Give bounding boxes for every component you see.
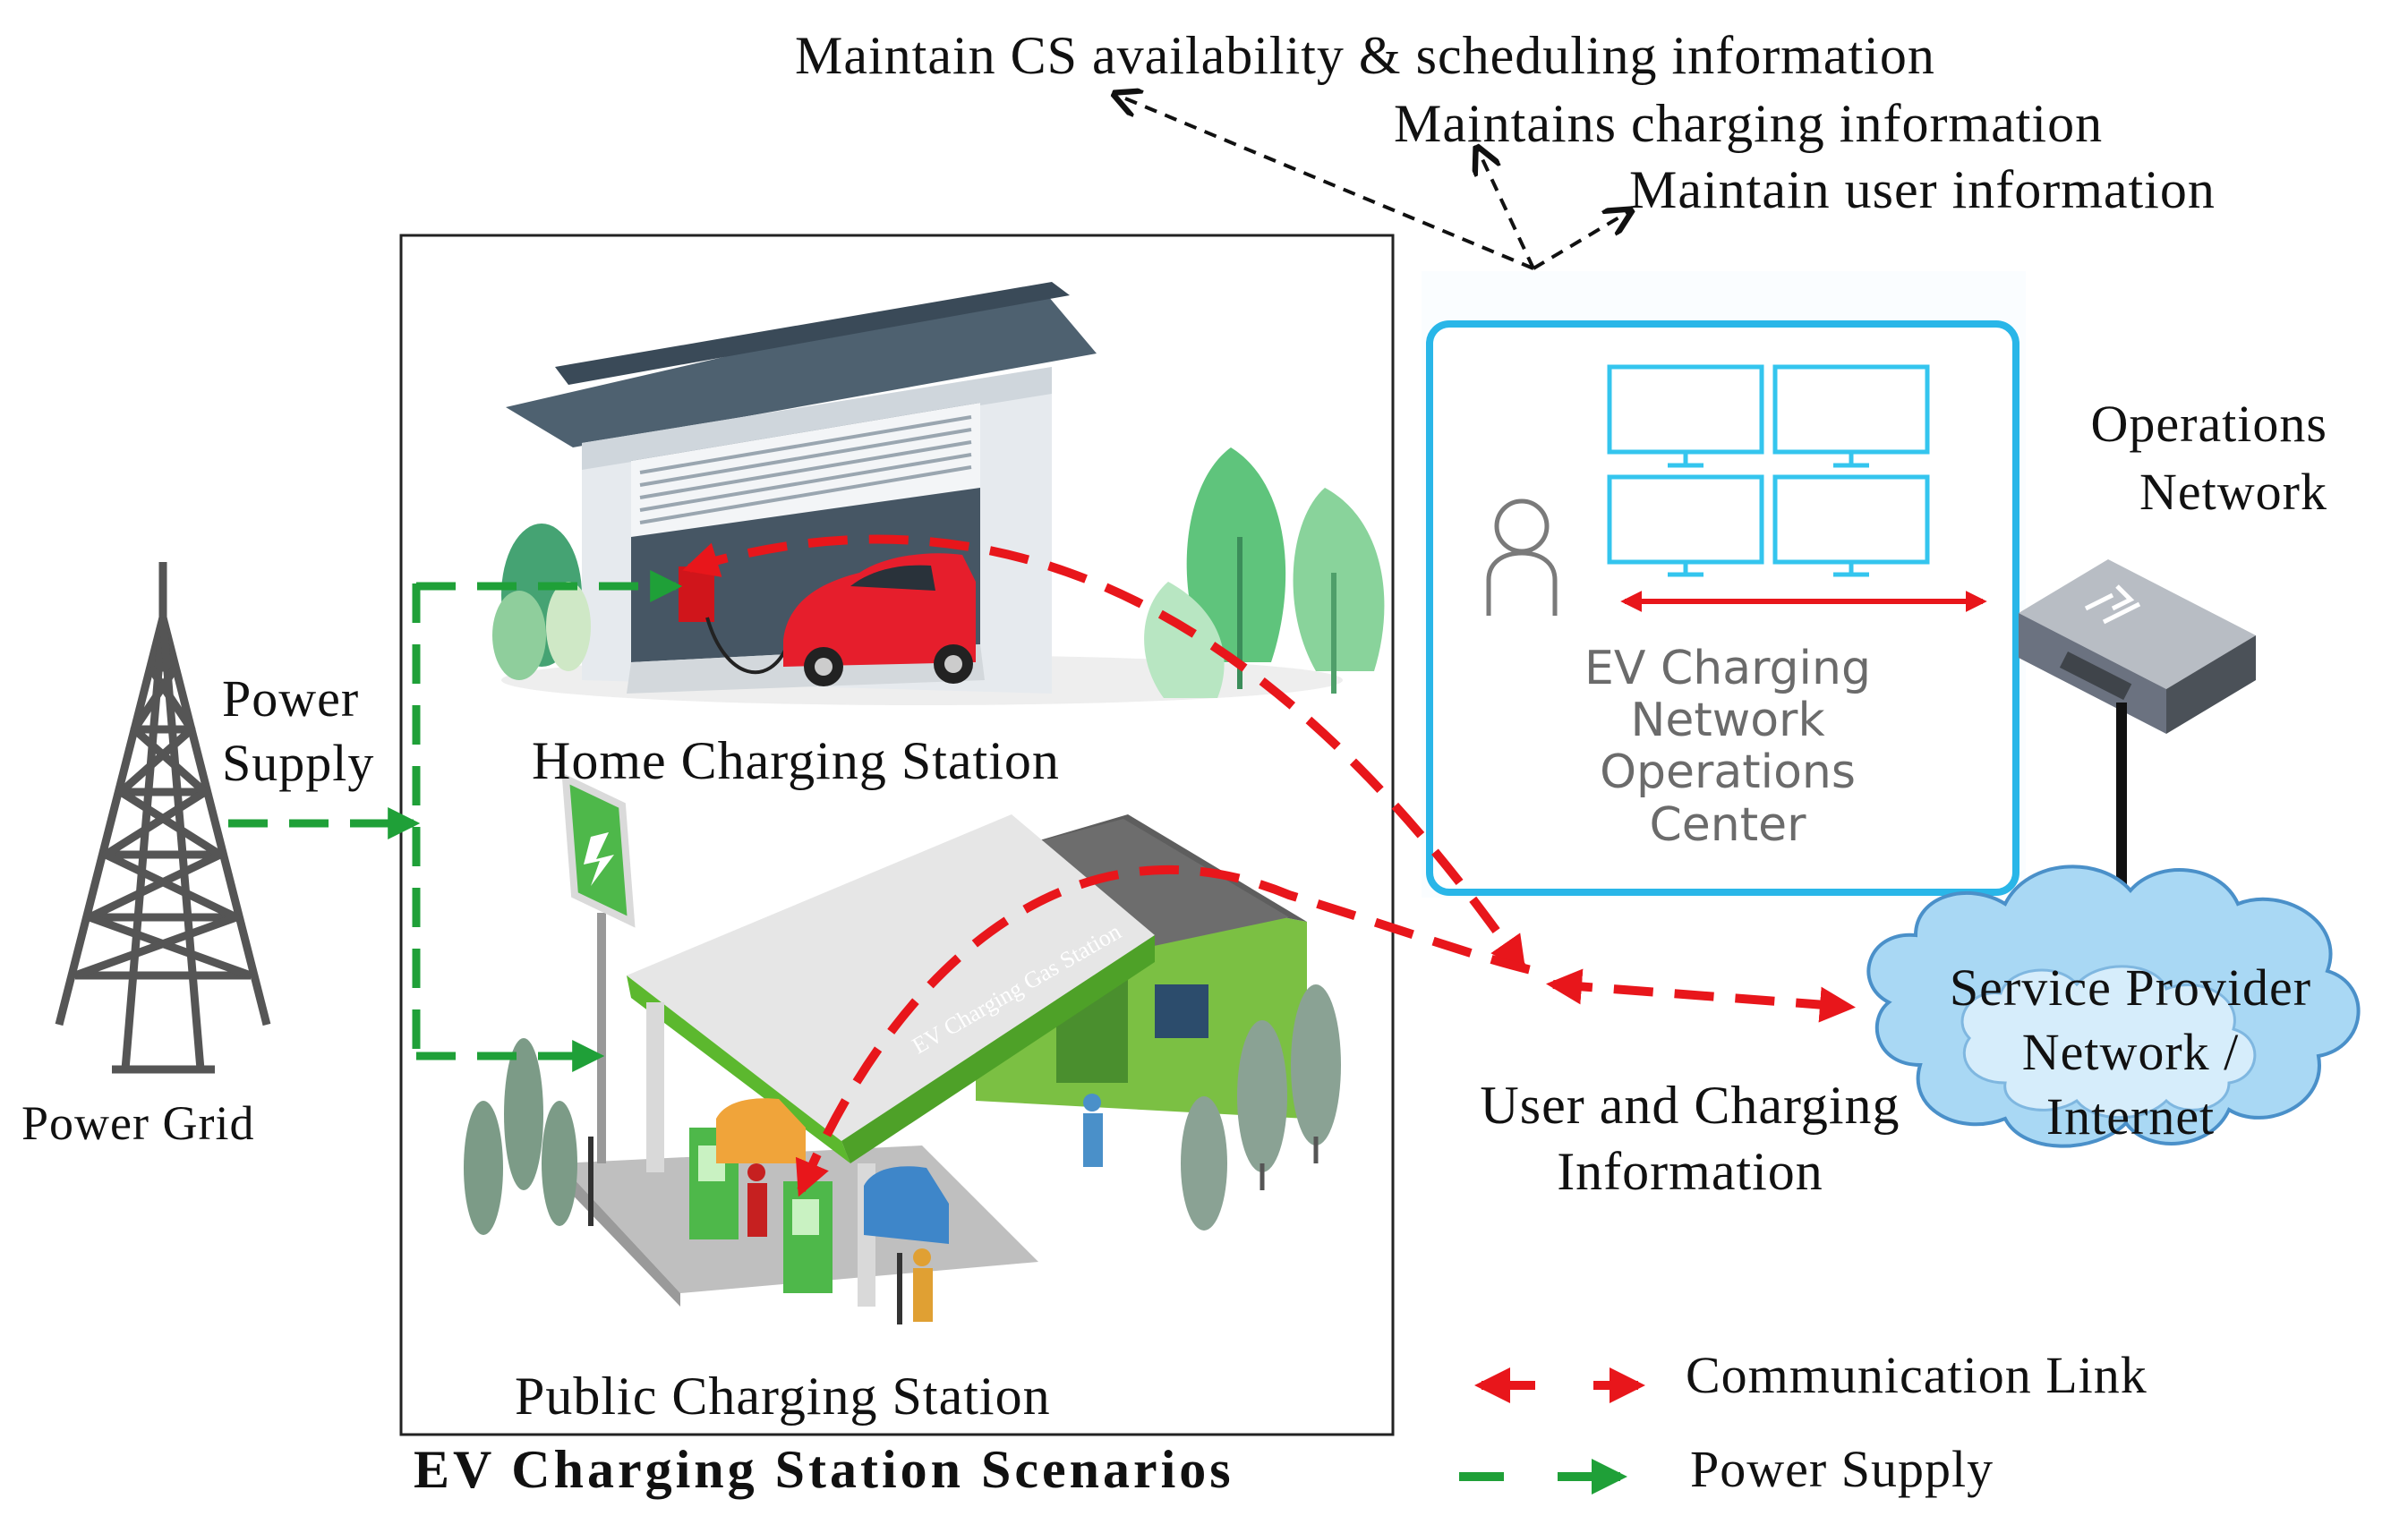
public-station-illustration [464, 772, 1341, 1324]
noc-label-line4: Center [1649, 797, 1806, 852]
monitor-wall-icon [1607, 364, 1930, 577]
label-power-grid: Power Grid [21, 1096, 255, 1150]
noc-label-line3: Operations [1600, 745, 1856, 800]
power-supply-line2: Supply [222, 734, 375, 792]
operations-network-line1: Operations [2090, 395, 2327, 453]
noc-label-line1: EV Charging [1584, 642, 1871, 695]
cloud-label-line3: Internet [2045, 1087, 2216, 1145]
user-info-line2: Information [1557, 1142, 1823, 1201]
legend-communication-label: Communication Link [1686, 1346, 2148, 1404]
power-tower-icon [55, 562, 271, 1074]
label-maintain-user: Maintain user information [1629, 160, 2216, 219]
label-user-charging-info: User and Charging Information [1422, 1078, 1959, 1198]
cloud-label-line1: Service Provider [1949, 958, 2312, 1017]
cloud-icon [1866, 864, 2361, 1148]
label-public-charging-station: Public Charging Station [515, 1367, 1051, 1426]
home-charger-icon [679, 566, 714, 622]
operations-network-line2: Network [2139, 463, 2327, 521]
scenarios-title: EV Charging Station Scenarios [414, 1440, 1234, 1499]
cloud-label: Service Provider Network / Internet [1889, 962, 2372, 1143]
label-maintains-charging: Maintains charging information [1394, 94, 2104, 153]
info-arrows [1114, 94, 1631, 270]
legend-power-label: Power Supply [1690, 1440, 1994, 1498]
cloud-label-line2: Network / [2021, 1023, 2240, 1081]
router-icon [2019, 559, 2256, 886]
label-operations-network: Operations Network [1969, 398, 2327, 518]
communication-links [682, 534, 1856, 1197]
power-supply-lines [228, 570, 683, 1072]
power-supply-line1: Power [222, 669, 360, 728]
label-home-charging-station: Home Charging Station [532, 731, 1060, 790]
user-info-line1: User and Charging [1480, 1076, 1900, 1135]
noc-label: EV Charging Network Operations Center [1513, 643, 1943, 851]
home-garage-illustration [492, 282, 1385, 705]
label-maintain-cs: Maintain CS availability & scheduling in… [795, 26, 1935, 85]
noc-label-line2: Network [1630, 694, 1825, 748]
label-power-supply: Power Supply [222, 673, 374, 789]
legend [1459, 1367, 1645, 1495]
